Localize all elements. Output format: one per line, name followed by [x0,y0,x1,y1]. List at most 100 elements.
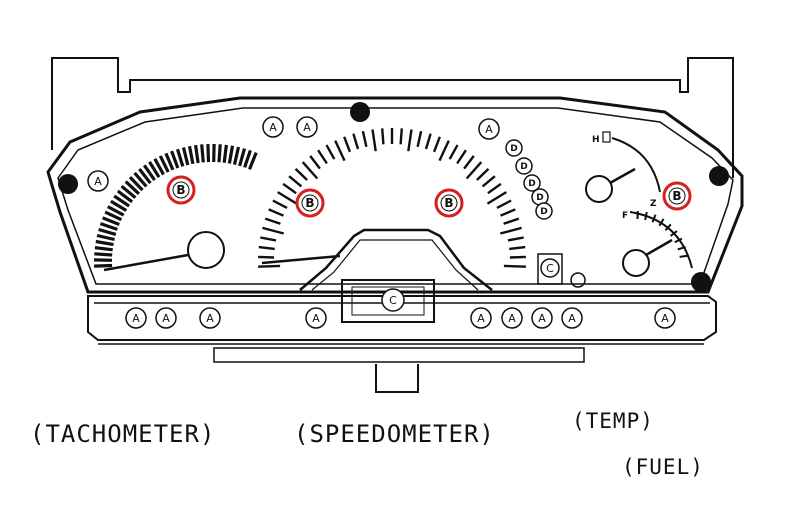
gauge-tick [200,144,205,163]
fuel-gauge-hub [622,249,650,277]
odometer-window [341,279,435,323]
svg-text:C: C [546,262,554,275]
cluster-housing-outline [51,57,734,178]
gauge-tick [187,145,195,165]
svg-text:A: A [269,121,277,134]
svg-text:D: D [528,179,535,189]
gauge-tick [334,140,346,162]
marker-a: A [478,118,500,140]
mounting-screw [350,102,370,122]
svg-text:B: B [672,189,681,203]
gauge-tick [272,199,288,209]
marker-b: B [434,188,464,218]
marker-d: D [505,139,523,157]
svg-text:A: A [661,312,669,325]
temp-gauge-hub [585,175,613,203]
gauge-tick [268,208,284,217]
marker-c: C [540,258,560,278]
marker-a: A [305,307,327,329]
gauge-tick [217,144,222,163]
gauge-tick [128,175,144,192]
gauge-tick [503,217,520,225]
svg-text:A: A [477,312,485,325]
gauge-tick [95,239,114,247]
gauge-tick [282,182,297,195]
gauge-tick [164,152,175,171]
gauge-tick [222,144,228,163]
marker-a: A [199,307,221,329]
gauge-tick [664,223,672,231]
gauge-tick [277,191,298,205]
mounting-screw [691,272,711,292]
gauge-tick [399,128,403,145]
cluster-lower-shelf [87,295,717,341]
gauge-tick [424,133,432,150]
gauge-tick [644,211,648,221]
marker-a: A [155,307,177,329]
gauge-tick [102,216,120,226]
svg-text:A: A [568,312,576,325]
gauge-tick [651,214,657,223]
marker-c: C [381,288,405,312]
tachometer-hub [187,231,225,269]
gauge-tick [670,230,678,237]
gauge-tick [94,263,113,268]
center-display-hump-inner [311,239,479,291]
center-display-hump [299,228,493,291]
gauge-tick [94,246,113,252]
gauge-tick [456,149,467,165]
tachometer-caption: (TACHOMETER) [30,420,216,448]
temp-hot-mark [602,131,611,143]
gauge-tick [158,155,170,173]
gauge-tick [463,155,475,170]
svg-text:A: A [206,312,214,325]
mounting-screw [58,174,78,194]
gauge-tick [509,245,526,251]
marker-b: B [662,181,692,211]
svg-text:B: B [444,196,453,210]
svg-text:D: D [520,162,527,172]
svg-text:A: A [162,312,170,325]
svg-text:B: B [176,183,185,197]
svg-text:B: B [305,196,314,210]
gauge-tick [416,130,423,148]
gauge-tick [325,144,336,160]
gauge-tick [432,136,441,153]
gauge-tick [153,158,165,176]
svg-text:A: A [312,312,320,325]
svg-text:A: A [132,312,140,325]
gauge-tick [133,171,148,188]
marker-a: A [501,307,523,329]
gauge-tick [175,148,185,167]
gauge-tick [116,189,134,204]
marker-a: A [125,307,147,329]
gauge-tick [361,130,368,148]
odometer-window-inner [351,286,425,316]
gauge-tick [258,245,275,251]
gauge-tick [486,191,507,205]
gauge-tick [181,147,190,166]
gauge-tick [170,150,180,169]
marker-b: B [166,175,196,205]
gauge-tick [499,226,522,235]
gauge-tick [94,252,113,257]
gauge-tick [352,133,360,150]
temp-gauge-arc [611,137,661,193]
marker-b: B [295,188,325,218]
temp-gauge-needle [609,167,636,185]
tachometer-dial [103,231,225,272]
gauge-tick [232,146,241,165]
gauge-tick [262,226,285,235]
gauge-tick [243,149,252,168]
gauge-tick [371,129,377,152]
gauge-tick [99,222,118,231]
gauge-tick [264,217,281,225]
gauge-tick [206,144,211,163]
marker-a: A [561,307,583,329]
temp-caption: (TEMP) [572,409,654,433]
gauge-tick [509,255,526,259]
indicator-lamp [570,272,586,288]
gauge-tick [110,199,128,212]
marker-d: D [523,174,541,192]
gauge-tick [194,144,200,164]
